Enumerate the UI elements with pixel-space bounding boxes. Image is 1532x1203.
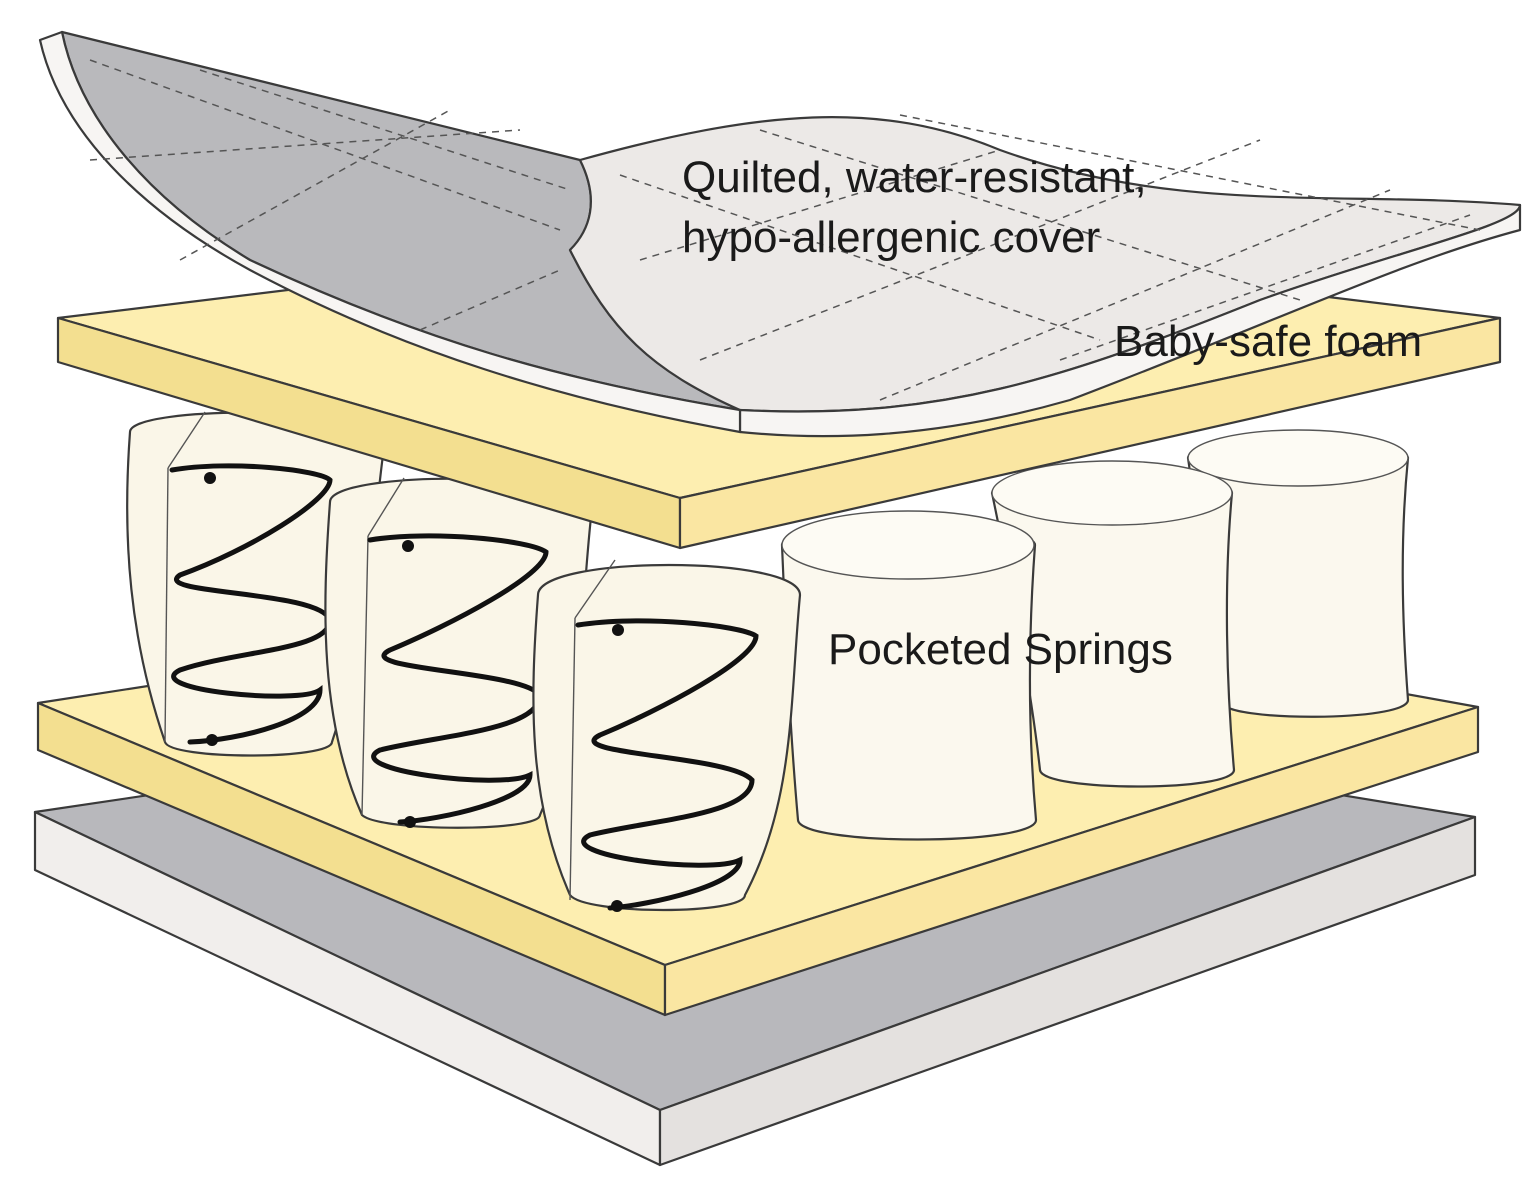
base-layer-right-side <box>658 815 1477 1167</box>
spring-coil-front <box>575 618 759 911</box>
spring-pocket-front-right <box>780 510 1038 841</box>
cover-label-line2: hypo-allergenic cover <box>682 213 1100 262</box>
spring-pocket-back-middle <box>990 460 1236 788</box>
cover-edge <box>738 203 1522 438</box>
cover-label-line1: Quilted, water-resistant, <box>682 153 1147 202</box>
quilted-cover <box>38 30 1522 438</box>
lower-foam-right-side <box>663 705 1480 1017</box>
springs-label: Pocketed Springs <box>828 625 1173 674</box>
cover-quilting <box>89 59 1481 401</box>
spring-pocket-front <box>532 559 802 912</box>
pocketed-springs <box>126 411 1410 912</box>
foam-label: Baby-safe foam <box>1114 317 1422 366</box>
upper-foam-right-side <box>678 316 1502 550</box>
spring-pocket-back-right <box>1186 429 1410 718</box>
